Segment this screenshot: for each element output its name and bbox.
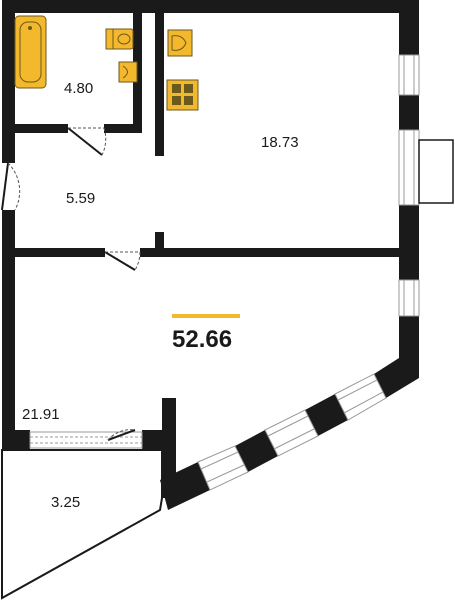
wall-mid-right [140, 248, 402, 257]
sink-icon [167, 29, 193, 57]
window-icon [264, 409, 319, 457]
wall-balcony-left [2, 430, 30, 450]
wall-top [2, 0, 419, 13]
hallway-area-label: 5.59 [66, 190, 95, 207]
wall-diag-2 [235, 430, 278, 472]
wall-right-1 [399, 0, 419, 55]
wall-left-lower [2, 210, 15, 450]
window-icon [398, 129, 420, 206]
wall-right-2 [399, 95, 419, 130]
walls [2, 0, 419, 510]
living-room-area-label: 21.91 [22, 406, 60, 423]
total-area-label: 52.66 [172, 326, 232, 353]
wall-corner-right [374, 354, 419, 398]
door-swing-icon [1, 162, 21, 211]
wall-kitchen-left [155, 13, 164, 156]
wall-right-4 [399, 316, 419, 356]
doors [1, 127, 141, 441]
wall-balcony-post [162, 398, 176, 498]
sink-icon [118, 61, 138, 83]
toilet-icon [105, 28, 134, 50]
door-swing-icon [104, 251, 141, 271]
bathroom-area-label: 4.80 [64, 80, 93, 97]
balcony-outline [418, 139, 454, 204]
balcony-area-label: 3.25 [51, 494, 80, 511]
wall-stub [155, 232, 164, 252]
door-swing-icon [67, 127, 107, 156]
wall-right-3 [399, 205, 419, 280]
balcony-shape [1, 449, 163, 600]
wall-diag-1 [305, 394, 348, 436]
wall-bath-bottom-left [13, 124, 68, 133]
window-icon [398, 54, 420, 96]
kitchen-area-label: 18.73 [261, 134, 299, 151]
window-icon [334, 373, 387, 421]
stove-icon [166, 79, 199, 111]
windows [29, 54, 454, 491]
window-icon [197, 445, 249, 491]
window-icon [29, 431, 143, 449]
window-icon [398, 279, 420, 317]
wall-bath-bottom-right [104, 124, 142, 133]
wall-mid-left [13, 248, 105, 257]
door-swing-icon [107, 429, 136, 441]
bathtub-icon [14, 15, 47, 89]
wall-left-upper [2, 0, 15, 163]
total-area-accent-bar [172, 314, 240, 318]
